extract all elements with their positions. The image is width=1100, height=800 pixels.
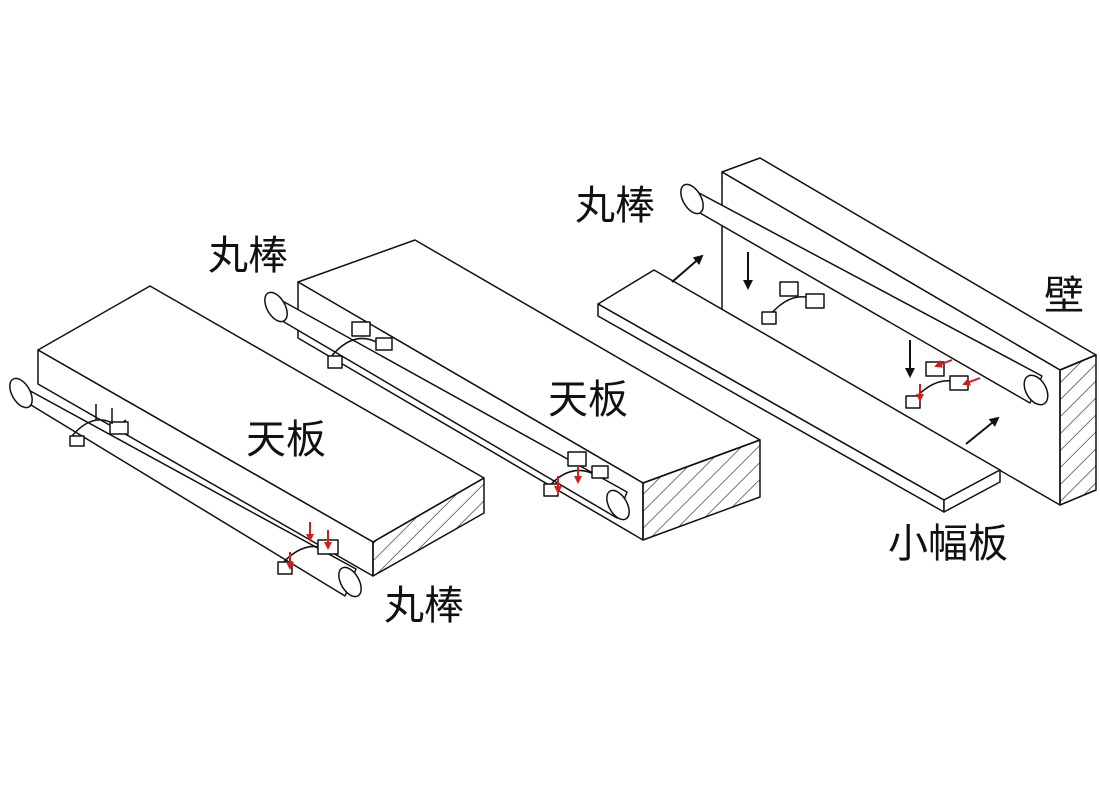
bracket-left-1 [69,404,129,447]
top-board-left-shape [37,285,485,577]
label-round-bar-middle: 丸棒 [208,233,288,279]
label-narrow-board: 小幅板 [888,521,1008,567]
round-bar-middle-shape [264,291,630,521]
bracket-middle-1 [327,321,393,369]
left-assembly [9,285,485,598]
bracket-middle-2 [543,451,609,497]
label-top-board-left: 天板 [246,417,326,463]
arrow-narrow-board-up-left [671,254,704,283]
round-bar-left-shape [9,377,362,598]
bracket-right-1 [761,281,825,325]
round-bar-right-shape [680,183,1049,406]
label-round-bar-left: 丸棒 [384,583,464,629]
bracket-right-2 [905,359,981,409]
label-top-board-middle: 天板 [548,377,628,423]
right-assembly [597,157,1097,513]
label-round-bar-right: 丸棒 [575,183,655,229]
arrow-narrow-board-up-right [965,416,1000,445]
middle-assembly [264,239,761,541]
narrow-board-shape [597,269,1001,513]
label-wall: 壁 [1044,273,1084,319]
bracket-left-2 [277,522,339,575]
